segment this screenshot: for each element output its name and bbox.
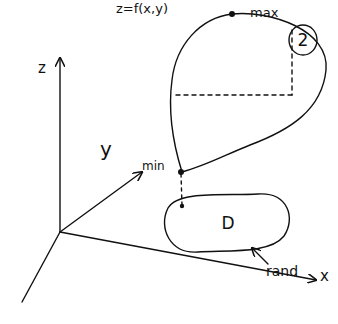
- circle-outline: [289, 25, 317, 55]
- axis-label: x: [320, 268, 329, 285]
- max-label: max: [250, 6, 278, 20]
- domain-region: D: [158, 188, 298, 258]
- projection-line: [181, 174, 182, 205]
- projection-line: [176, 94, 292, 95]
- min-point: [178, 169, 184, 175]
- surface-outline: [170, 13, 326, 172]
- function-label: z=f(x,y): [116, 2, 168, 16]
- min-label: min: [142, 160, 165, 173]
- axis-label: z: [38, 60, 46, 77]
- leader-arrow: [252, 248, 268, 264]
- y-axis: [60, 172, 142, 232]
- region-outline: [165, 194, 290, 252]
- boundary-label: rand: [266, 264, 298, 279]
- axis-label: y: [100, 138, 112, 160]
- max-point: [229, 11, 235, 17]
- circled-number: 2: [288, 24, 318, 56]
- axis-extension: [22, 232, 60, 302]
- domain-point: [180, 204, 184, 208]
- projection-line: [291, 30, 292, 95]
- region-label: D: [221, 214, 234, 233]
- callout-number: 2: [298, 31, 309, 50]
- z-axis: [59, 58, 60, 232]
- x-axis: [60, 232, 316, 280]
